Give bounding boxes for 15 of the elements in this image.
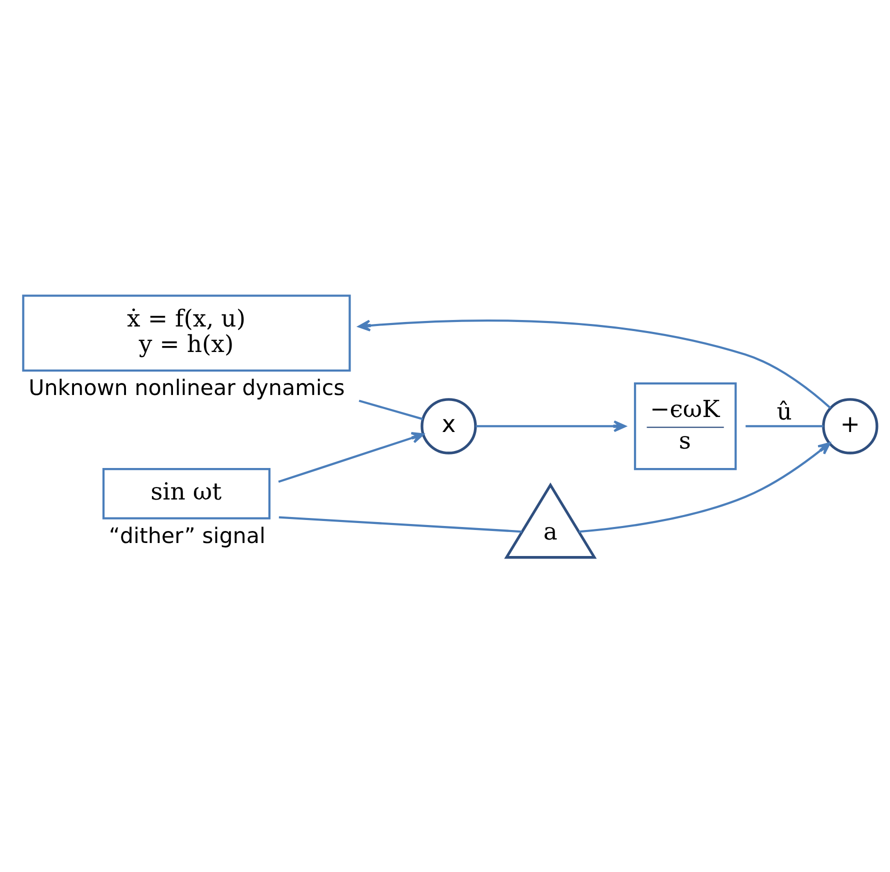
connector	[358, 400, 424, 420]
connector	[746, 425, 824, 428]
arrow	[278, 432, 424, 483]
arrow	[578, 442, 831, 533]
arrow	[358, 319, 832, 409]
connector	[278, 516, 522, 533]
node-label: “dither” signal	[108, 524, 266, 549]
node-box: −ϵωK s	[634, 382, 737, 470]
node-circle: +	[822, 398, 878, 454]
arrow	[476, 420, 626, 432]
node-box: ẋ = f(x, u) y = h(x)	[22, 294, 351, 372]
edge-label: û	[776, 397, 792, 426]
node-label: Unknown nonlinear dynamics	[28, 376, 345, 402]
node-circle: x	[420, 398, 477, 454]
node-box: sin ωt	[102, 468, 270, 520]
